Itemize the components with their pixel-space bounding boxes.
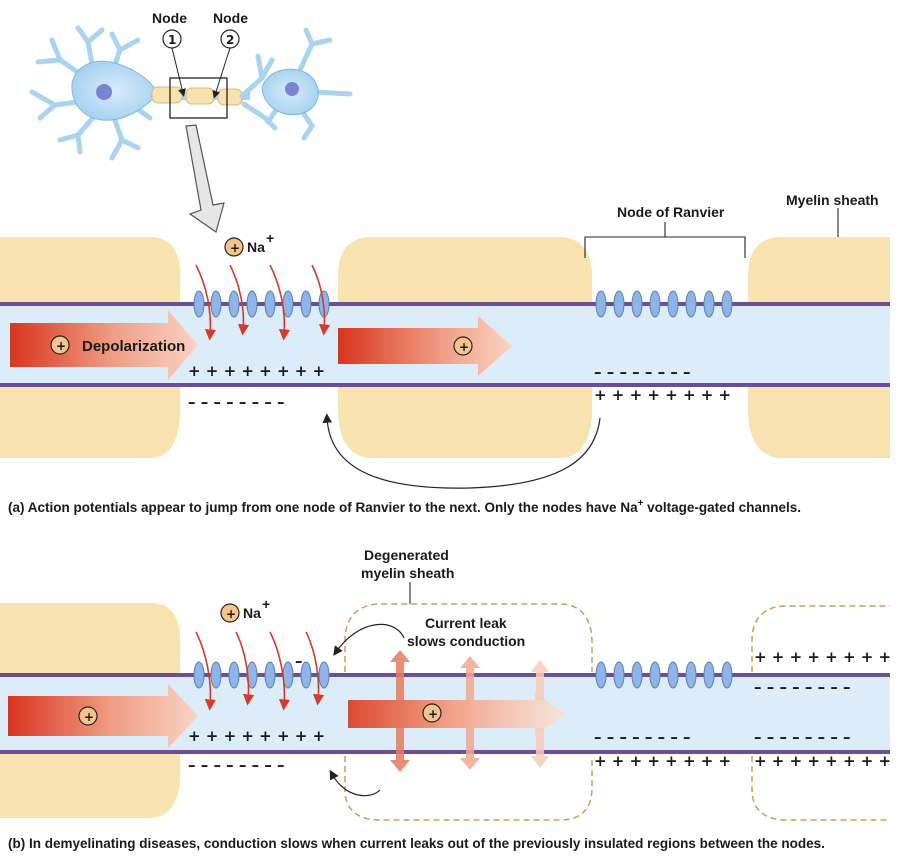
node1-label: Node xyxy=(152,10,187,26)
myelin-block-a3-bottom xyxy=(748,385,890,458)
membrane-bottom-b xyxy=(0,750,890,754)
plus-row-node1: + + + + + + + + xyxy=(188,362,325,380)
local-current-arrow xyxy=(322,413,601,489)
myelin-block-a2-bottom xyxy=(338,385,592,458)
na-channels-node1 xyxy=(193,290,330,318)
propagating-ion-icon xyxy=(453,336,473,356)
na-charge-b: + xyxy=(262,596,270,612)
zoom-box xyxy=(169,77,228,119)
node2-number: 2 xyxy=(226,33,234,47)
zoom-arrow xyxy=(185,124,225,233)
na-label-b: Na xyxy=(243,605,261,621)
na-influx-arrows-a xyxy=(195,264,331,341)
depolarization-ion-symbol: + xyxy=(56,339,66,353)
depolarization-ion-icon-b xyxy=(78,706,98,726)
right-neuron-dendrites xyxy=(239,27,353,141)
node-of-ranvier-bracket xyxy=(584,236,746,258)
myelin-block-b1-bottom xyxy=(0,752,180,818)
na-channels-b-node1 xyxy=(193,661,330,689)
na-ion-icon xyxy=(224,237,244,257)
minus-row-node1: – – – – – – – – xyxy=(188,393,285,411)
na-channels-node2 xyxy=(595,290,733,318)
left-neuron-soma xyxy=(71,60,159,121)
myelin-sheath-label: Myelin sheath xyxy=(786,192,879,208)
minus-row-node2: – – – – – – – – xyxy=(594,363,691,381)
na-ion-symbol-b: + xyxy=(226,607,236,621)
plus-row-b-node1: + + + + + + + + xyxy=(188,727,325,745)
na-ion-symbol: + xyxy=(230,241,240,255)
na-label: Na xyxy=(247,239,265,255)
minus-row-b-node2: – – – – – – – – xyxy=(594,728,691,746)
panel-a: + Na + + Depolarization + + + + + + + + … xyxy=(0,192,890,515)
current-leak-arrows xyxy=(390,650,549,772)
leak-current-curve-bottom xyxy=(329,769,381,797)
membrane-top-b xyxy=(0,673,890,677)
plus-row-b-node2: + + + + + + + + xyxy=(594,752,731,770)
myelin-block-b1-top xyxy=(0,603,180,676)
na-charge: + xyxy=(266,230,274,246)
myelin-segments xyxy=(151,86,243,106)
myelin-block-a1-top xyxy=(0,237,180,305)
minus-row-b-right-bottom: – – – – – – – – xyxy=(754,728,851,746)
plus-row-b-right-bottom: + + + + + + + + xyxy=(754,752,891,770)
minus-row-b-node1: – – – – – – – – xyxy=(188,756,285,774)
leak-ion-symbol: + xyxy=(428,707,438,721)
left-neuron-nucleus xyxy=(96,84,112,100)
current-leak-label-2: slows conduction xyxy=(407,633,525,649)
degenerated-sheath-bottom xyxy=(344,756,593,821)
plus-row-node2: + + + + + + + + xyxy=(594,386,731,404)
leak-current-curve-top xyxy=(333,623,405,656)
na-ion-icon-b xyxy=(220,603,240,623)
membrane-top-a xyxy=(0,302,890,306)
membrane-bottom-a xyxy=(0,383,890,387)
current-leak-label-1: Current leak xyxy=(425,615,507,631)
neuron-illustration: Node Node 1 2 xyxy=(29,10,353,233)
depolarization-arrow xyxy=(10,310,198,380)
node-of-ranvier-label: Node of Ranvier xyxy=(617,204,725,220)
degenerated-sheath-top xyxy=(344,603,593,672)
depolarization-ion-symbol-b: + xyxy=(84,710,94,724)
plus-row-b-right-top: + + + + + + + + xyxy=(754,648,891,666)
degenerated-label-2: myelin sheath xyxy=(361,565,454,581)
propagating-arrow xyxy=(338,316,512,376)
myelin-block-a3-top xyxy=(748,237,890,305)
myelin-block-a1-bottom xyxy=(0,385,180,458)
degenerated-sheath-right-bottom xyxy=(751,756,890,821)
leak-ion-icon xyxy=(422,703,442,723)
node1-number: 1 xyxy=(168,33,176,47)
depolarization-ion-icon xyxy=(50,335,70,355)
degenerated-label-1: Degenerated xyxy=(364,547,449,563)
na-channels-b-node2 xyxy=(595,661,733,689)
caption-b: (b) In demyelinating diseases, conductio… xyxy=(8,836,825,851)
right-neuron-nucleus xyxy=(285,82,299,96)
caption-a: (a) Action potentials appear to jump fro… xyxy=(8,498,801,515)
depolarization-arrow-b xyxy=(8,684,198,748)
minus-mark-b: – xyxy=(295,652,303,670)
node2-label: Node xyxy=(213,10,248,26)
minus-row-b-right-top: – – – – – – – – xyxy=(754,678,851,696)
panel-b: + Na + + + – + + + + + + + + – – – – – –… xyxy=(0,547,891,851)
depolarization-label: Depolarization xyxy=(82,338,185,355)
node1-pointer xyxy=(171,47,186,97)
na-influx-arrows-b xyxy=(195,631,325,711)
myelin-block-a2-top xyxy=(338,237,592,305)
node2-pointer xyxy=(212,47,231,99)
leaking-current-arrow xyxy=(348,692,565,736)
propagating-ion-symbol: + xyxy=(459,340,469,354)
degenerated-sheath-right-top xyxy=(751,605,890,672)
